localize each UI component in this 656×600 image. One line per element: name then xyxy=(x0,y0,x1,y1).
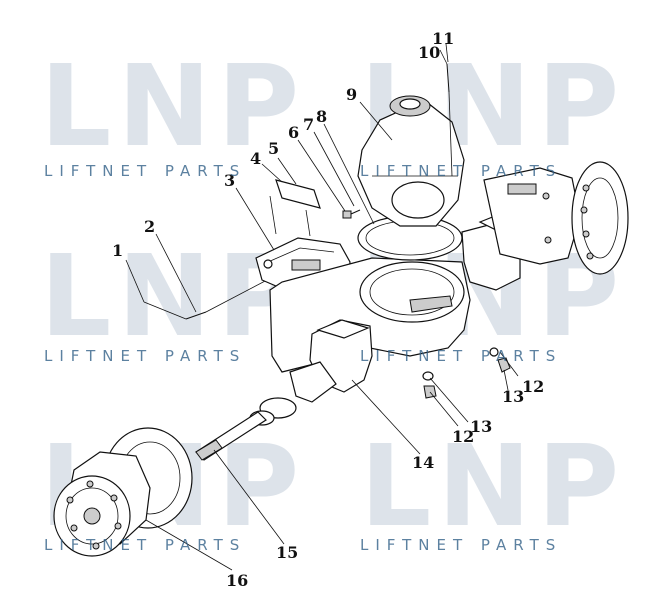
callout-4: 4 xyxy=(250,149,261,168)
callout-1: 1 xyxy=(112,241,123,260)
bolt-nut xyxy=(342,210,352,219)
callout-13-lower: 13 xyxy=(470,417,492,436)
watermark-text-bottom-right: LIFTNET PARTS xyxy=(360,536,562,554)
callout-9: 9 xyxy=(346,85,357,104)
axle-drawing xyxy=(53,63,629,557)
watermark-text-bottom-left: LIFTNET PARTS xyxy=(44,536,246,554)
callout-leaders xyxy=(125,43,519,571)
callout-8: 8 xyxy=(316,107,327,126)
watermark-text-middle-right: LIFTNET PARTS xyxy=(360,347,562,365)
callout-5: 5 xyxy=(268,139,279,158)
callouts: 1 2 3 4 5 6 7 8 9 10 11 12 13 12 13 14 1… xyxy=(112,29,544,590)
callout-3: 3 xyxy=(224,171,235,190)
callout-14: 14 xyxy=(412,453,434,472)
bracket-edge xyxy=(267,247,335,263)
right-hub-flange xyxy=(571,161,629,275)
spindle-body xyxy=(289,361,337,403)
callout-12-upper: 12 xyxy=(522,377,544,396)
right-hub-bolts xyxy=(542,184,594,260)
watermark-logo-top-left: LNP xyxy=(40,42,305,172)
housing-flange-inner xyxy=(369,268,455,316)
callout-6: 6 xyxy=(288,123,299,142)
plate-leader xyxy=(269,195,277,235)
shaft-spline xyxy=(195,439,223,461)
pinion-flange-center xyxy=(399,98,421,110)
plug-washer xyxy=(422,371,434,381)
plug-washer xyxy=(489,347,499,357)
pin-part xyxy=(185,311,207,320)
input-spline xyxy=(409,295,453,313)
watermark-texts: LIFTNET PARTS LIFTNET PARTS LIFTNET PART… xyxy=(44,162,562,554)
bolt-shank xyxy=(350,209,361,215)
watermark-logo-bottom-right: LNP xyxy=(360,422,625,552)
watermark-text-top-right: LIFTNET PARTS xyxy=(360,162,562,180)
left-hub-bolts xyxy=(66,480,122,550)
breather-leader xyxy=(448,91,453,177)
left-hub-flange-inner xyxy=(65,487,119,545)
callout-13-upper: 13 xyxy=(502,387,524,406)
callout-2: 2 xyxy=(144,217,155,236)
watermark-text-middle-left: LIFTNET PARTS xyxy=(44,347,246,365)
bracket-slot xyxy=(291,259,321,271)
right-hub-flange-inner xyxy=(581,177,619,259)
cover-plate xyxy=(275,179,321,209)
callout-16: 16 xyxy=(226,571,248,590)
left-arm-top xyxy=(316,319,370,339)
callout-11: 11 xyxy=(432,29,454,48)
callout-12-lower: 12 xyxy=(452,427,474,446)
plate-leader xyxy=(305,209,311,237)
callout-10: 10 xyxy=(418,43,440,62)
right-hub-plate xyxy=(507,183,537,195)
callout-7: 7 xyxy=(303,115,314,134)
watermark-text-top-left: LIFTNET PARTS xyxy=(44,162,246,180)
ring-gear xyxy=(391,181,445,219)
watermark-logo-middle-left: LNP xyxy=(40,232,305,362)
breather-bolt xyxy=(446,63,450,93)
left-hub-center xyxy=(83,507,101,525)
housing-flange xyxy=(359,261,465,323)
callout-15: 15 xyxy=(276,543,298,562)
bracket-hole xyxy=(263,259,273,269)
